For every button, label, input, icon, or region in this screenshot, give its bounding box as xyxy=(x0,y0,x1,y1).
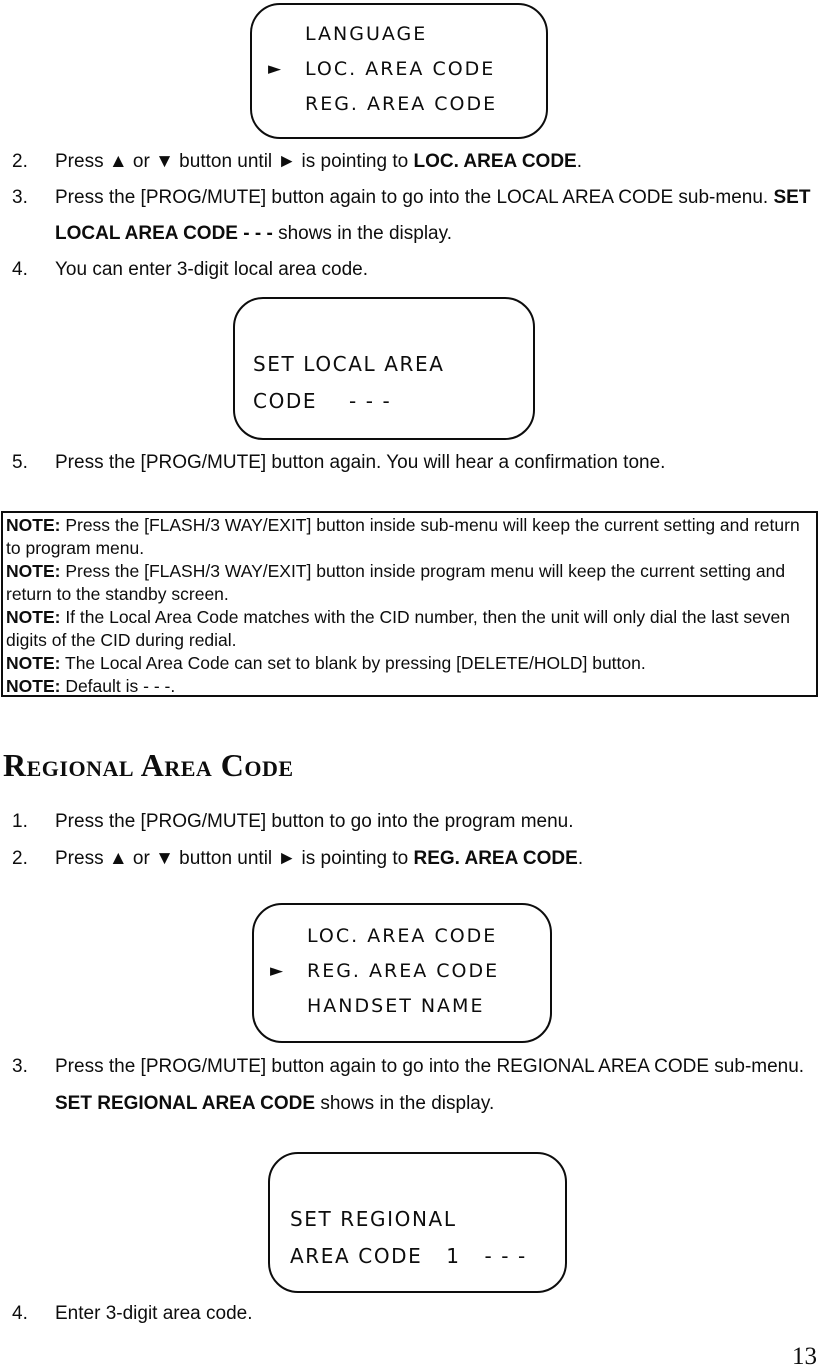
note-label: NOTE: xyxy=(6,515,61,535)
lcd-display-set-local-area-code: SET LOCAL AREA CODE - - - xyxy=(233,297,535,440)
step-number: 4. xyxy=(12,1303,28,1324)
list-item: 1. Press the [PROG/MUTE] button to go int… xyxy=(12,803,816,840)
step-text-bold: SET LOCAL AREA CODE - - - xyxy=(55,187,811,244)
page-number: 13 xyxy=(792,1343,817,1370)
note-item: NOTE: Press the [FLASH/3 WAY/EXIT] butto… xyxy=(6,514,813,560)
note-label: NOTE: xyxy=(6,676,61,696)
step-number: 2. xyxy=(12,151,28,172)
step-text-segment: Press ▲ or ▼ button until ► is pointing … xyxy=(55,848,414,869)
lcd-line: ► REG. AREA CODE xyxy=(270,954,550,989)
step-text-segment: shows in the display. xyxy=(315,1093,495,1114)
lcd-line: HANDSET NAME xyxy=(270,989,550,1024)
list-item: 3. Press the [PROG/MUTE] button again to … xyxy=(12,1048,816,1122)
lcd-line: REG. AREA CODE xyxy=(268,87,546,122)
step-text-segment: . xyxy=(576,151,583,172)
note-text: Press the [FLASH/3 WAY/EXIT] button insi… xyxy=(6,515,800,558)
lcd-line: LANGUAGE xyxy=(268,17,546,52)
list-item: 4. You can enter 3-digit local area code. xyxy=(12,252,816,288)
note-text: The Local Area Code can set to blank by … xyxy=(60,653,646,673)
lcd-text: SET REGIONAL xyxy=(290,1207,457,1231)
step-text: Press ▲ or ▼ button until ► is pointing … xyxy=(55,840,812,877)
step-number: 2. xyxy=(12,848,28,869)
lcd-line: SET REGIONAL xyxy=(290,1201,565,1238)
selection-cursor-arrow-icon xyxy=(270,989,307,1024)
selection-cursor-arrow-icon xyxy=(268,87,305,122)
lcd-line: AREA CODE 1 - - - xyxy=(290,1238,565,1275)
selection-cursor-arrow-icon xyxy=(268,17,305,52)
step-number: 1. xyxy=(12,811,28,832)
steps-regional-area-code-enter: 4. Enter 3-digit area code. xyxy=(12,1296,816,1332)
step-text: Press the [PROG/MUTE] button again to go… xyxy=(55,1048,812,1122)
note-text: Press the [FLASH/3 WAY/EXIT] button insi… xyxy=(6,561,786,604)
step-text-segment: Press the [PROG/MUTE] button again. You … xyxy=(55,452,666,473)
step-number: 4. xyxy=(12,259,28,280)
list-item: 3. Press the [PROG/MUTE] button again to … xyxy=(12,180,816,252)
step-number: 5. xyxy=(12,452,28,473)
selection-cursor-arrow-icon xyxy=(270,919,307,954)
lcd-text: REG. AREA CODE xyxy=(305,93,498,115)
step-text-segment: Press the [PROG/MUTE] button to go into … xyxy=(55,811,574,832)
step-number: 3. xyxy=(12,1056,28,1077)
lcd-text: HANDSET NAME xyxy=(307,995,485,1017)
lcd-text: CODE - - - xyxy=(253,389,392,413)
step-number: 3. xyxy=(12,187,28,208)
step-text-segment: shows in the display. xyxy=(278,223,452,244)
lcd-text: LOC. AREA CODE xyxy=(307,925,498,947)
lcd-text: LANGUAGE xyxy=(305,23,428,45)
step-text-bold: LOC. AREA CODE xyxy=(413,151,577,172)
note-item: NOTE: If the Local Area Code matches wit… xyxy=(6,606,813,652)
lcd-display-set-regional-area-code: SET REGIONAL AREA CODE 1 - - - xyxy=(268,1152,567,1293)
lcd-line: CODE - - - xyxy=(253,383,533,420)
list-item: 5. Press the [PROG/MUTE] button again. Yo… xyxy=(12,445,816,481)
lcd-text: AREA CODE 1 - - - xyxy=(290,1244,527,1268)
step-text: Press the [PROG/MUTE] button again. You … xyxy=(55,445,812,481)
note-item: NOTE: The Local Area Code can set to bla… xyxy=(6,652,813,675)
list-item: 4. Enter 3-digit area code. xyxy=(12,1296,816,1332)
step-text-segment: You can enter 3-digit local area code. xyxy=(55,259,369,280)
step-text: Press ▲ or ▼ button until ► is pointing … xyxy=(55,144,812,180)
step-text-bold: REG. AREA CODE xyxy=(413,848,578,869)
note-text: If the Local Area Code matches with the … xyxy=(6,607,791,650)
step-text-bold: SET REGIONAL AREA CODE xyxy=(55,1093,316,1114)
lcd-line: LOC. AREA CODE xyxy=(270,919,550,954)
step-text: Enter 3-digit area code. xyxy=(55,1296,812,1332)
lcd-line: ► LOC. AREA CODE xyxy=(268,52,546,87)
steps-local-area-code-confirm: 5. Press the [PROG/MUTE] button again. Yo… xyxy=(12,445,816,481)
lcd-display-menu-local: LANGUAGE ► LOC. AREA CODE REG. AREA CODE xyxy=(250,3,548,139)
note-label: NOTE: xyxy=(6,607,61,627)
list-item: 2. Press ▲ or ▼ button until ► is pointin… xyxy=(12,144,816,180)
lcd-text: REG. AREA CODE xyxy=(307,960,500,982)
step-text-segment: Press the [PROG/MUTE] button again to go… xyxy=(55,187,774,208)
note-box: NOTE: Press the [FLASH/3 WAY/EXIT] butto… xyxy=(1,511,818,697)
step-text-segment: Enter 3-digit area code. xyxy=(55,1303,253,1324)
section-heading: Regional Area Code xyxy=(3,747,294,783)
note-item: NOTE: Press the [FLASH/3 WAY/EXIT] butto… xyxy=(6,560,813,606)
list-item: 2. Press ▲ or ▼ button until ► is pointin… xyxy=(12,840,816,877)
steps-local-area-code: 2. Press ▲ or ▼ button until ► is pointin… xyxy=(12,144,816,288)
step-text: You can enter 3-digit local area code. xyxy=(55,252,812,288)
steps-regional-area-code: 1. Press the [PROG/MUTE] button to go int… xyxy=(12,803,816,877)
step-text-segment: Press ▲ or ▼ button until ► is pointing … xyxy=(55,151,414,172)
step-text-segment: . xyxy=(577,848,584,869)
note-label: NOTE: xyxy=(6,653,61,673)
lcd-text: SET LOCAL AREA xyxy=(253,352,445,376)
note-label: NOTE: xyxy=(6,561,61,581)
lcd-display-menu-regional: LOC. AREA CODE ► REG. AREA CODE HANDSET NAM… xyxy=(252,903,552,1043)
step-text: Press the [PROG/MUTE] button to go into … xyxy=(55,803,812,840)
step-text: Press the [PROG/MUTE] button again to go… xyxy=(55,180,812,252)
note-text: Default is - - -. xyxy=(60,676,176,696)
lcd-text: LOC. AREA CODE xyxy=(305,58,496,80)
step-text-segment: Press the [PROG/MUTE] button again to go… xyxy=(55,1056,805,1077)
steps-regional-area-code-submenu: 3. Press the [PROG/MUTE] button again to … xyxy=(12,1048,816,1122)
selection-cursor-arrow-icon: ► xyxy=(270,961,284,981)
note-item: NOTE: Default is - - -. xyxy=(6,675,813,698)
lcd-line: SET LOCAL AREA xyxy=(253,346,533,383)
selection-cursor-arrow-icon: ► xyxy=(268,59,282,79)
